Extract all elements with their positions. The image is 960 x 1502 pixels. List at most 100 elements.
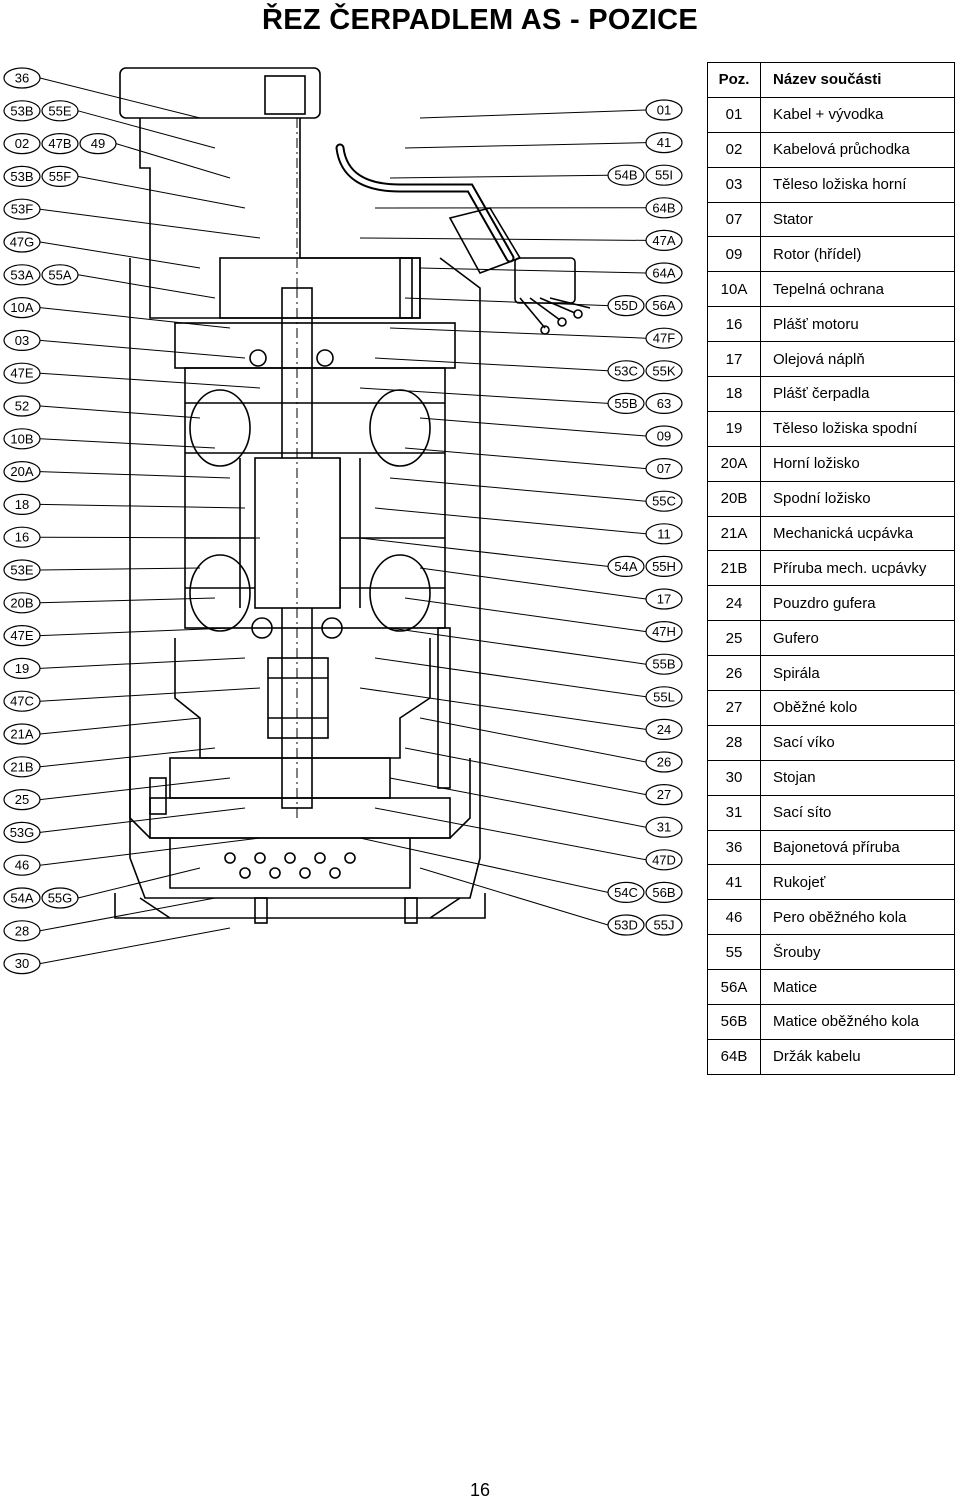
callout-label: 55B [652, 657, 675, 672]
leader-line [39, 438, 216, 449]
header-part-name: Název součásti [760, 62, 955, 98]
leader-line [359, 537, 609, 567]
leader-line [77, 867, 201, 899]
callout-circle [3, 887, 41, 909]
callout-circle [3, 198, 41, 220]
callout-label: 10A [10, 300, 33, 315]
suction-cover [149, 797, 451, 839]
callout-label: 53G [10, 825, 35, 840]
callout-label: 47E [10, 628, 33, 643]
row-position: 20B [707, 480, 761, 517]
callout-label: 16 [15, 530, 29, 545]
row-position: 30 [707, 759, 761, 796]
callout-circle [645, 229, 683, 251]
page-title: ŘEZ ČERPADLEM AS - POZICE [261, 4, 699, 36]
leader-line [359, 387, 609, 404]
leader-line [374, 657, 647, 698]
callout-label: 56B [652, 885, 675, 900]
row-position: 25 [707, 620, 761, 657]
callout-circle [3, 821, 41, 844]
callout-circle [41, 165, 79, 188]
leader-line [77, 175, 246, 209]
callout-label: 41 [657, 135, 671, 150]
handle [335, 143, 515, 263]
row-part-name: Gufero [760, 620, 955, 657]
callout-circle [645, 686, 683, 708]
row-part-name: Sací síto [760, 794, 955, 831]
leader-line [39, 307, 231, 329]
row-part-name: Olejová náplň [760, 341, 955, 378]
callout-label: 36 [15, 71, 29, 86]
leader-line [39, 837, 261, 866]
leader-lines [39, 77, 647, 965]
callout-label: 55A [48, 267, 71, 282]
callout-circle [3, 132, 41, 155]
callout-circle [3, 526, 41, 548]
cable-gland [264, 75, 306, 115]
callout-label: 55L [653, 689, 675, 704]
stand [114, 893, 486, 919]
callout-circle [3, 592, 41, 614]
leader-line [39, 777, 231, 801]
upper-housing [139, 118, 421, 319]
row-part-name: Kabel + vývodka [760, 96, 955, 133]
callout-label: 54A [10, 891, 33, 906]
row-position: 31 [707, 794, 761, 831]
callout-label: 49 [91, 136, 105, 151]
leader-line [39, 747, 216, 768]
pump-outline [114, 67, 591, 924]
callout-label: 02 [15, 136, 29, 151]
callout-label: 55G [48, 891, 73, 906]
row-position: 20A [707, 445, 761, 482]
row-part-name: Kabelová průchodka [760, 131, 955, 168]
row-position: 09 [707, 236, 761, 273]
bayonet-flange [119, 67, 321, 119]
callout-circle [3, 756, 41, 778]
callout-circle [3, 231, 41, 253]
callout-label: 27 [657, 787, 671, 802]
callout-circle [645, 425, 683, 447]
callout-circle [3, 461, 41, 483]
leader-line [404, 447, 647, 470]
callout-circle [3, 559, 41, 581]
callout-label: 20B [10, 595, 33, 610]
callout-label: 47H [652, 624, 676, 639]
callout-circle [645, 620, 683, 643]
callout-label: 11 [657, 526, 671, 541]
row-part-name: Stojan [760, 759, 955, 796]
leader-line [389, 477, 647, 502]
callout-label: 55H [652, 559, 676, 574]
leader-line [39, 717, 201, 735]
impeller [169, 757, 391, 799]
row-position: 56A [707, 969, 761, 1006]
callout-label: 18 [15, 497, 29, 512]
row-position: 41 [707, 864, 761, 901]
row-part-name: Držák kabelu [760, 1038, 955, 1075]
callout-circle [3, 67, 41, 89]
row-part-name: Spirála [760, 655, 955, 692]
leader-line [77, 110, 216, 149]
leader-line [39, 807, 246, 833]
callout-circle [3, 329, 41, 351]
row-part-name: Bajonetová příruba [760, 829, 955, 866]
callout-label: 54A [614, 559, 637, 574]
callout-circle [645, 131, 683, 154]
callout-label: 54B [614, 168, 637, 183]
leader-line [419, 867, 609, 926]
callout-circle [3, 165, 41, 188]
callout-label: 21A [10, 727, 33, 742]
leader-line [419, 267, 647, 274]
callout-circle [645, 588, 683, 610]
